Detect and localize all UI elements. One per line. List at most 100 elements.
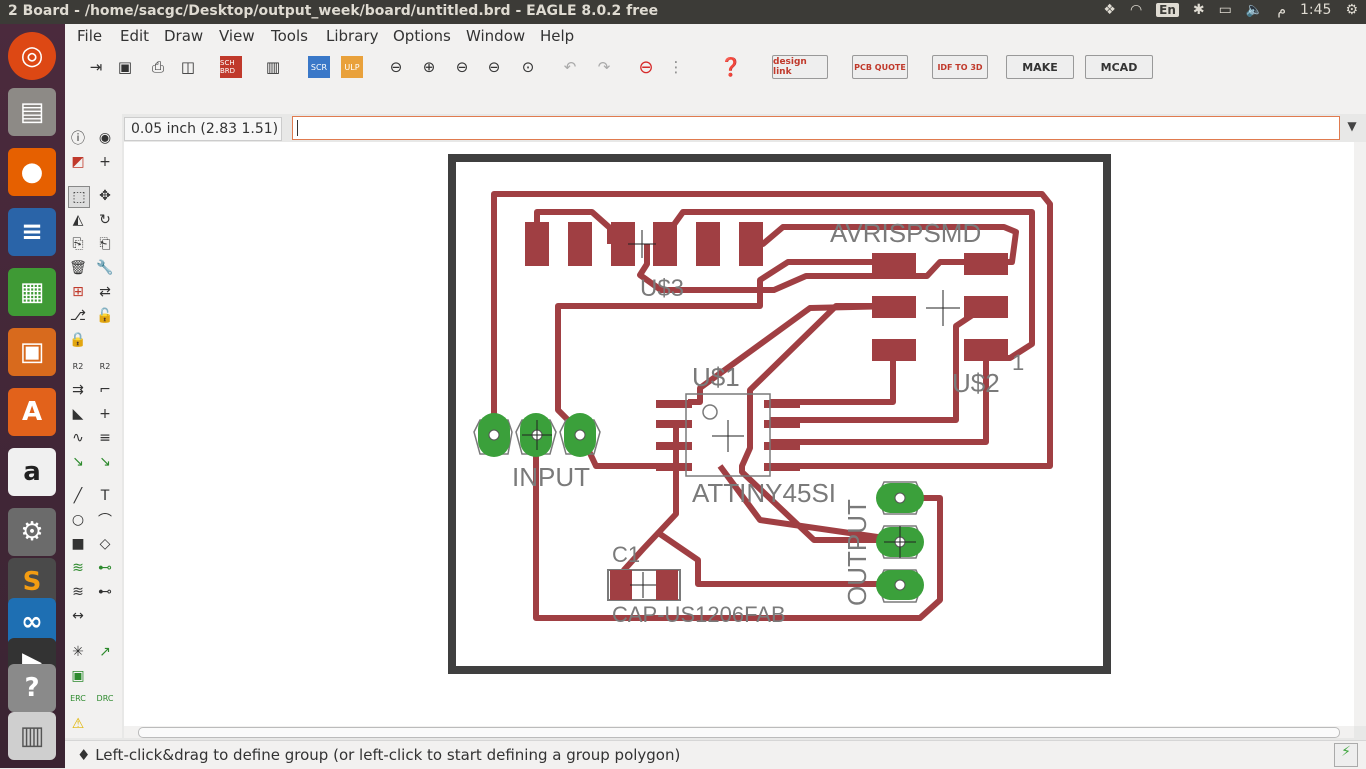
- mirror-icon[interactable]: ◭: [72, 212, 84, 228]
- vertical-scrollbar[interactable]: [1354, 142, 1366, 726]
- impress-icon[interactable]: ▣: [8, 328, 56, 376]
- ulp-icon[interactable]: ULP: [341, 56, 363, 78]
- arc-icon[interactable]: ⌒: [98, 513, 112, 529]
- menu-tools[interactable]: Tools: [271, 27, 308, 45]
- info-icon[interactable]: ⓘ: [71, 131, 85, 147]
- zoom-out-icon[interactable]: ⊖: [455, 58, 469, 76]
- zoom-in-icon[interactable]: ⊕: [422, 58, 436, 76]
- value-icon[interactable]: R2: [99, 361, 111, 371]
- delete-icon[interactable]: 🗑: [69, 260, 87, 276]
- via-icon[interactable]: ≋: [72, 560, 84, 576]
- text-icon[interactable]: T: [100, 488, 110, 504]
- volume-icon[interactable]: 🔈: [1245, 2, 1264, 18]
- keyboard-language[interactable]: En: [1156, 3, 1179, 17]
- add-icon[interactable]: ⊞: [72, 284, 84, 300]
- library-icon[interactable]: ▥: [265, 58, 281, 76]
- mark-icon[interactable]: +: [99, 154, 111, 170]
- print-icon[interactable]: ⎙: [151, 58, 164, 76]
- circle-icon[interactable]: ○: [71, 512, 85, 528]
- script-icon[interactable]: SCR: [308, 56, 330, 78]
- amazon-icon[interactable]: a: [8, 448, 56, 496]
- rect-icon[interactable]: ■: [71, 536, 85, 552]
- autorouter-icon[interactable]: ↗: [99, 644, 111, 660]
- drc-icon[interactable]: DRC: [96, 693, 114, 703]
- system-settings-icon[interactable]: ⚙: [8, 508, 56, 556]
- mcad-button[interactable]: MCAD: [1085, 55, 1153, 79]
- settings-gear-icon[interactable]: ⚙: [1345, 2, 1358, 18]
- zoom-redraw-icon[interactable]: ⊖: [487, 58, 501, 76]
- files-icon[interactable]: ▤: [8, 88, 56, 136]
- zoom-select-icon[interactable]: ⊙: [521, 58, 535, 76]
- split-icon[interactable]: ⎇: [69, 308, 87, 324]
- paste-icon[interactable]: ⎗: [99, 236, 111, 252]
- smash-icon[interactable]: ⇉: [72, 382, 84, 398]
- layer-board-icon[interactable]: ▣: [71, 668, 85, 684]
- ratsnest-icon[interactable]: ✳: [72, 644, 84, 660]
- split-wire-icon[interactable]: ◣: [72, 406, 84, 422]
- align-icon[interactable]: ≡: [99, 430, 111, 446]
- pcb-quote-button[interactable]: PCB QUOTE: [852, 55, 908, 79]
- horizontal-scrollbar[interactable]: [124, 726, 1354, 738]
- menu-view[interactable]: View: [219, 27, 255, 45]
- hole-icon[interactable]: ≋: [72, 584, 84, 600]
- idf-to-3d-button[interactable]: IDF TO 3D: [932, 55, 988, 79]
- optimize-icon[interactable]: +: [99, 406, 111, 422]
- show-icon[interactable]: ◉: [98, 130, 112, 146]
- menu-edit[interactable]: Edit: [120, 27, 150, 45]
- wrench-icon[interactable]: 🔧: [96, 260, 114, 276]
- lock-icon[interactable]: 🔒: [69, 332, 87, 348]
- design-link-button[interactable]: design link: [772, 55, 828, 79]
- wire-icon[interactable]: ╱: [73, 488, 83, 504]
- copy-icon[interactable]: ⎘: [72, 236, 84, 252]
- polygon-icon[interactable]: ◇: [99, 536, 111, 552]
- lock-menu-icon[interactable]: 🔓: [96, 308, 114, 324]
- replace-icon[interactable]: ⇄: [99, 284, 111, 300]
- erc-icon[interactable]: ERC: [70, 693, 86, 703]
- route-icon[interactable]: ↘: [72, 454, 84, 470]
- meander-icon[interactable]: ∿: [72, 430, 84, 446]
- menu-help[interactable]: Help: [540, 27, 575, 45]
- stop-command-icon[interactable]: ⚡: [1334, 743, 1358, 767]
- software-center-icon[interactable]: A: [8, 388, 56, 436]
- sch-brd-icon[interactable]: SCH BRD: [220, 56, 242, 78]
- ripup-icon[interactable]: ↘: [99, 454, 111, 470]
- firefox-icon[interactable]: ●: [8, 148, 56, 196]
- command-line-input[interactable]: [292, 116, 1340, 140]
- dropbox-icon[interactable]: ❖: [1103, 2, 1116, 18]
- signal-icon[interactable]: ⊷: [98, 560, 112, 576]
- go-icon[interactable]: ⋮: [668, 58, 684, 76]
- layers-icon[interactable]: ◩: [71, 154, 85, 170]
- cam-icon[interactable]: ◫: [180, 58, 196, 76]
- help-circle-icon[interactable]: ❓: [719, 56, 743, 78]
- rotate-icon[interactable]: ↻: [99, 212, 111, 228]
- board-canvas[interactable]: U$3 AVRISPSMD U$2 1 U$1 INPUT ATTINY45SI…: [124, 142, 1354, 726]
- bluetooth-icon[interactable]: ✱: [1192, 2, 1205, 18]
- zoom-fit-icon[interactable]: ⊖: [389, 58, 403, 76]
- wifi-icon[interactable]: ◠: [1129, 2, 1143, 18]
- open-icon[interactable]: ⇥: [89, 58, 103, 76]
- menu-window[interactable]: Window: [466, 27, 526, 45]
- help-icon[interactable]: ?: [8, 664, 56, 712]
- move-icon[interactable]: ✥: [99, 188, 111, 204]
- group-icon[interactable]: ⬚: [68, 186, 90, 208]
- pcb-layout[interactable]: U$3 AVRISPSMD U$2 1 U$1 INPUT ATTINY45SI…: [124, 142, 1354, 726]
- name-icon[interactable]: R2: [72, 361, 84, 371]
- dimension-icon[interactable]: ↔: [72, 608, 84, 624]
- menu-options[interactable]: Options: [393, 27, 451, 45]
- command-history-dropdown[interactable]: ▼: [1347, 119, 1357, 133]
- writer-icon[interactable]: ≡: [8, 208, 56, 256]
- menu-file[interactable]: File: [77, 27, 103, 45]
- stop-icon[interactable]: ⊖: [638, 56, 654, 78]
- miter-icon[interactable]: ⌐: [99, 382, 111, 398]
- redo-icon[interactable]: ↷: [597, 58, 611, 76]
- calc-icon[interactable]: ▦: [8, 268, 56, 316]
- save-icon[interactable]: ▣: [117, 58, 133, 76]
- attribute-icon[interactable]: ⊷: [98, 584, 112, 600]
- scroll-thumb[interactable]: [138, 727, 1340, 738]
- clock[interactable]: 1:45: [1299, 2, 1332, 18]
- make-button[interactable]: MAKE: [1006, 55, 1074, 79]
- undo-icon[interactable]: ↶: [563, 58, 577, 76]
- menu-library[interactable]: Library: [326, 27, 379, 45]
- battery-icon[interactable]: ▭: [1218, 2, 1232, 18]
- menu-draw[interactable]: Draw: [164, 27, 204, 45]
